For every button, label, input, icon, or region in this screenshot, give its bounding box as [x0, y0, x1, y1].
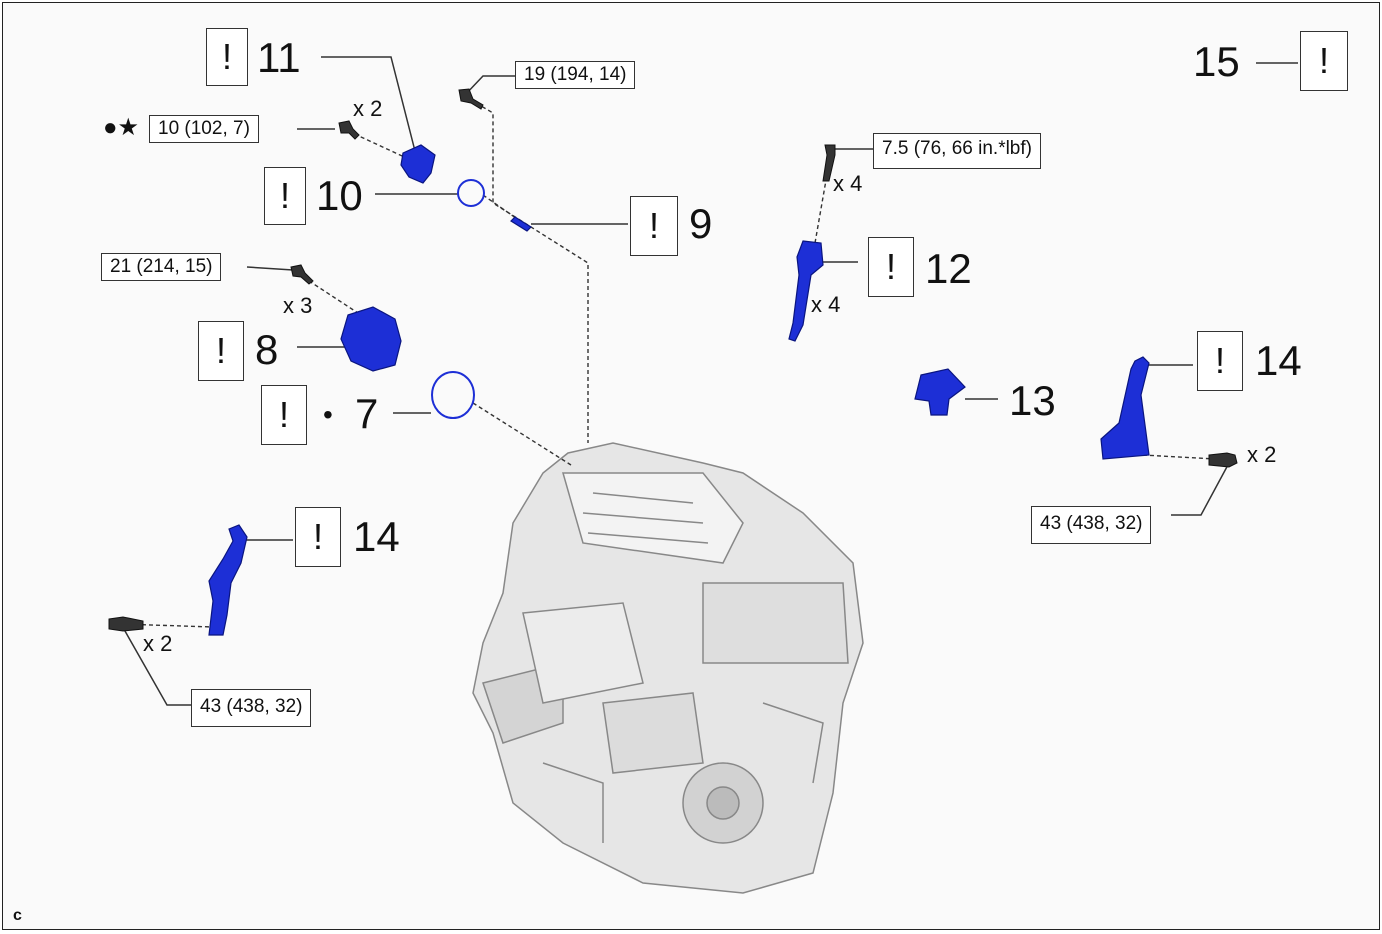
- torque-21: 21 (214, 15): [101, 253, 222, 281]
- dot-star-mark: ●★: [103, 114, 140, 141]
- part-number-15: 15: [1193, 38, 1240, 85]
- part-14-right-hanger: [1100, 356, 1150, 460]
- bolt-10: [338, 120, 360, 140]
- warning-box-10: !: [264, 167, 306, 225]
- quantity-12-coils: x 4: [811, 292, 841, 317]
- o-rings: [431, 179, 485, 419]
- part-11-sensor: [400, 144, 436, 184]
- warning-box-8: !: [198, 321, 244, 381]
- part-8-pump: [340, 306, 402, 372]
- warning-box-12: !: [868, 237, 914, 297]
- torque-10: 10 (102, 7): [149, 115, 259, 143]
- part-number-13: 13: [1009, 377, 1056, 424]
- warning-box-14-right: !: [1197, 331, 1243, 391]
- bolts: [108, 88, 1238, 632]
- part-14-left-hanger: [208, 524, 248, 636]
- quantity-21: x 3: [283, 293, 313, 318]
- part-number-14-right: 14: [1255, 337, 1302, 384]
- part-10-o-ring: [457, 179, 485, 207]
- dot-mark-7: •: [323, 399, 333, 430]
- part-9-sensor: [510, 216, 532, 232]
- torque-19: 19 (194, 14): [515, 61, 636, 89]
- diagram-drawing: [108, 56, 1298, 894]
- warning-box-15: !: [1300, 31, 1348, 91]
- bolt-43-right: [1208, 452, 1238, 468]
- engine-assembly: [472, 442, 864, 894]
- bolt-43-left: [108, 616, 144, 632]
- bolt-7-5: [822, 144, 836, 182]
- part-number-14-left: 14: [353, 513, 400, 560]
- warning-box-14-left: !: [295, 507, 341, 567]
- warning-box-11: !: [206, 28, 248, 86]
- part-number-7: 7: [355, 390, 379, 437]
- corner-label: c: [13, 907, 22, 924]
- torque-43-left: 43 (438, 32): [191, 689, 312, 727]
- quantity-14-left: x 2: [143, 631, 173, 656]
- solid-leaders: [120, 56, 1298, 706]
- warning-box-9: !: [630, 196, 678, 256]
- torque-7-5: 7.5 (76, 66 in.*lbf): [873, 133, 1041, 169]
- part-number-8: 8: [255, 326, 279, 373]
- part-13-sensor: [914, 368, 966, 416]
- part-12-coil: [788, 240, 824, 342]
- part-number-12: 12: [925, 245, 972, 292]
- quantity-11: x 2: [353, 96, 383, 121]
- part-number-9: 9: [689, 200, 713, 247]
- blue-parts: [208, 144, 1150, 636]
- part-number-11: 11: [257, 34, 301, 81]
- part-7-o-ring: [431, 371, 475, 419]
- torque-43-right: 43 (438, 32): [1031, 506, 1152, 544]
- warning-box-7: !: [261, 385, 307, 445]
- quantity-14-right: x 2: [1247, 442, 1277, 467]
- bolt-21: [290, 264, 314, 285]
- quantity-12-bolts: x 4: [833, 171, 863, 196]
- bolt-19: [458, 88, 484, 110]
- part-number-10: 10: [316, 172, 363, 219]
